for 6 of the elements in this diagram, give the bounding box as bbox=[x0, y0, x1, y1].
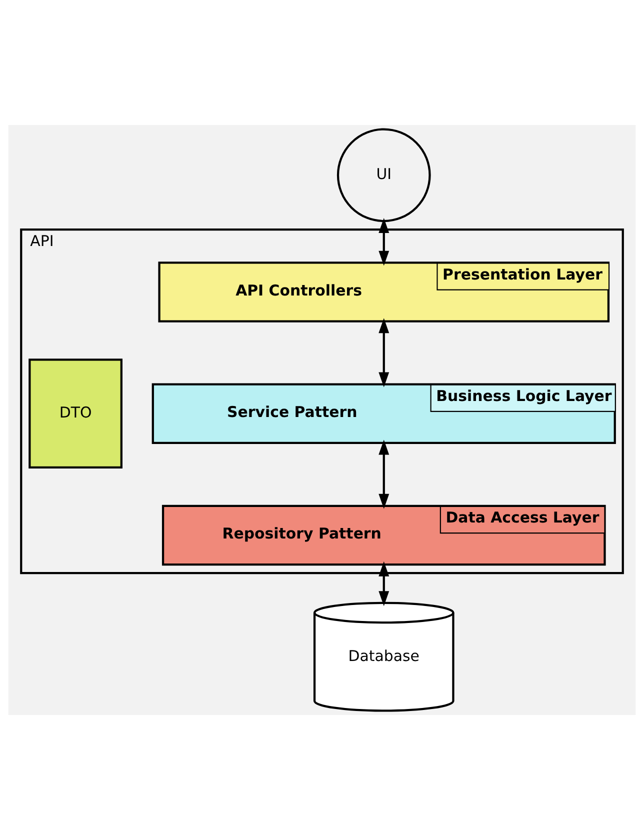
arrow bbox=[378, 217, 390, 266]
arrow bbox=[378, 439, 390, 508]
node-box: DTO bbox=[28, 358, 122, 468]
arrow bbox=[378, 560, 390, 606]
node-circle: UI bbox=[336, 128, 431, 222]
arrow bbox=[378, 318, 390, 387]
